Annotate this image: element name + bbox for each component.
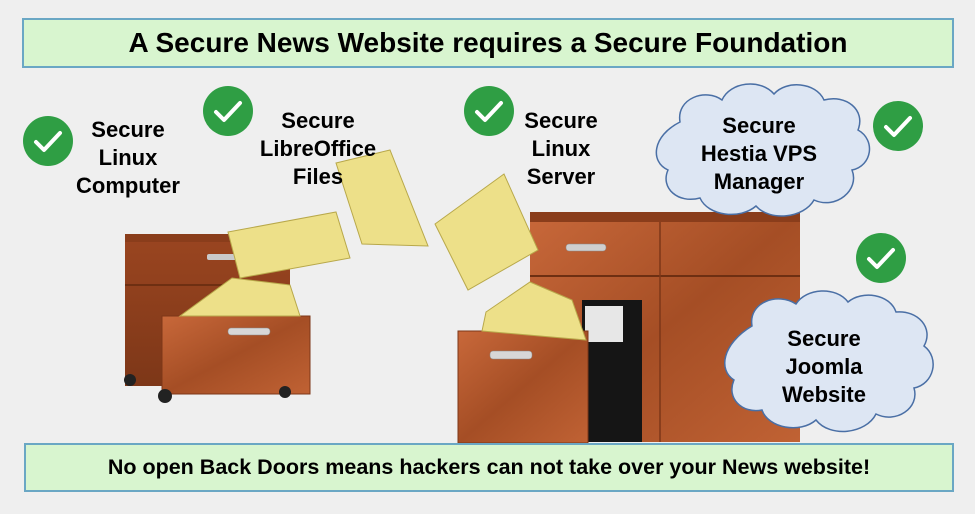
footer-banner: No open Back Doors means hackers can not… (24, 443, 954, 492)
title-banner: A Secure News Website requires a Secure … (22, 18, 954, 68)
check-circle-icon (464, 86, 514, 136)
hestia-cloud-icon (655, 83, 871, 217)
label-libreoffice-files: Secure LibreOffice Files (259, 108, 377, 189)
check-circle-icon (23, 116, 73, 166)
check-circle-icon (203, 86, 253, 136)
label-hestia-vps-manager: Secure Hestia VPS Manager (700, 113, 818, 194)
joomla-cloud-icon (724, 290, 934, 433)
label-joomla-website: Secure Joomla Website (782, 326, 866, 407)
label-linux-computer: Secure Linux Computer (76, 117, 180, 198)
flying-folder-icon (227, 149, 539, 291)
label-linux-server: Secure Linux Server (524, 108, 598, 189)
check-circle-icon (873, 101, 923, 151)
page-title: A Secure News Website requires a Secure … (128, 27, 848, 58)
footer-message: No open Back Doors means hackers can not… (107, 455, 871, 479)
check-circle-icon (856, 233, 906, 283)
